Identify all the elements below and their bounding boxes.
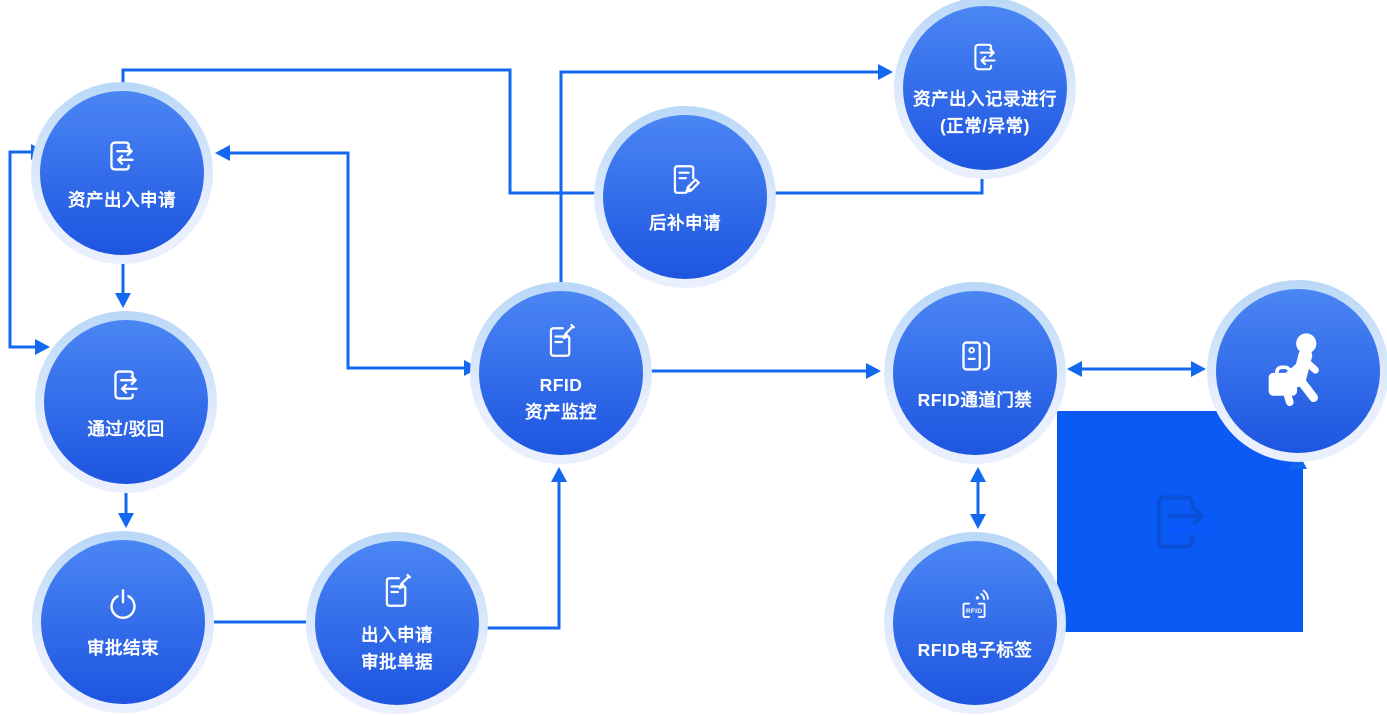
node-in-out-approval-doc: 出入申请审批单据: [306, 532, 488, 714]
document-transfer-watermark-icon: [1134, 476, 1226, 568]
edge-left-loop: [8, 150, 35, 349]
document-in-out-icon: [103, 362, 149, 408]
edge-monitor-to-record: [559, 70, 878, 287]
node-supplement-apply: 后补申请: [594, 106, 776, 288]
edge-supplement-to-record: [774, 179, 984, 195]
node-label: 资产出入申请: [68, 189, 176, 210]
node-rfid-tag: RFID RFID电子标签: [884, 532, 1066, 714]
access-gate-icon: [952, 333, 998, 379]
node-label: 审批结束: [87, 637, 159, 658]
edge-apply-to-supplement: [121, 68, 596, 195]
power-icon: [101, 583, 145, 627]
document-edit-icon: [539, 320, 583, 364]
edge-monitor-apply-twoway: [229, 151, 464, 370]
document-in-out-icon: [99, 133, 145, 179]
node-asset-in-out-apply: 资产出入申请: [31, 82, 213, 264]
node-label: 通过/驳回: [87, 418, 165, 439]
document-pencil-icon: [663, 158, 707, 202]
node-approval-end: 审批结束: [32, 531, 214, 713]
node-asset-in-out-record: 资产出入记录进行(正常/异常): [894, 0, 1076, 179]
node-person: [1207, 280, 1387, 462]
node-label: 后补申请: [649, 212, 721, 233]
document-edit-icon: [375, 570, 419, 614]
svg-text:RFID: RFID: [966, 608, 982, 615]
node-label: RFID通道门禁: [917, 389, 1033, 410]
node-pass-reject: 通过/驳回: [35, 311, 217, 493]
rfid-tag-icon: RFID: [952, 583, 998, 629]
walking-person-briefcase-icon: [1254, 327, 1342, 415]
node-label: 资产出入记录进行(正常/异常): [913, 89, 1057, 136]
document-in-out-icon: [964, 36, 1006, 78]
node-rfid-gate: RFID通道门禁: [884, 282, 1066, 464]
node-label: 出入申请审批单据: [361, 625, 433, 672]
node-label: RFID电子标签: [917, 639, 1033, 660]
edge-doc-to-monitor: [484, 482, 561, 630]
